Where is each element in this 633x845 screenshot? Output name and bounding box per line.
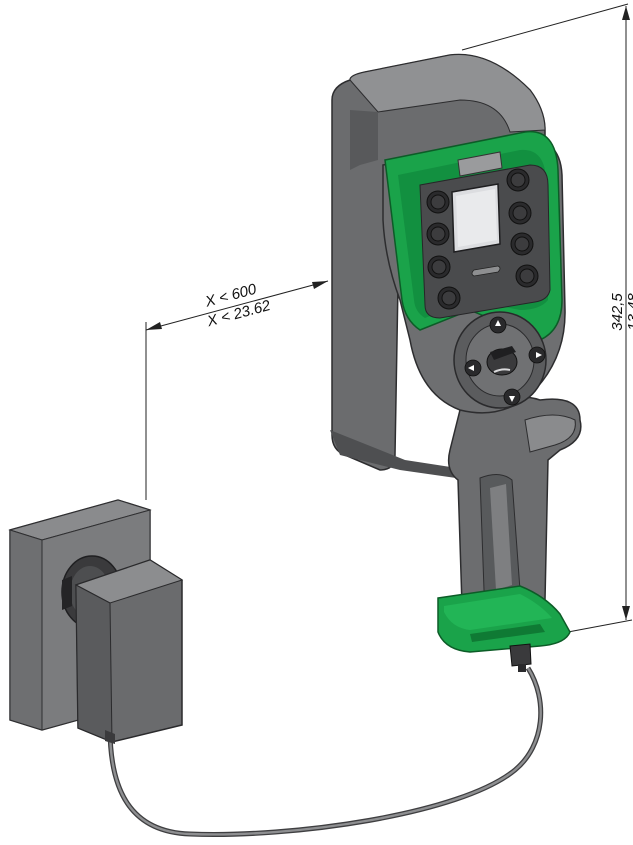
keypad-buttons-left	[426, 190, 461, 310]
power-adapter-icon	[61, 555, 184, 744]
vertical-dimension-inch: 13.48	[625, 293, 633, 331]
pendant-controller-icon	[382, 130, 582, 672]
keypad-buttons-right	[506, 168, 539, 288]
horizontal-dimension	[145, 280, 329, 500]
vertical-dimension-mm: 342,5	[609, 293, 626, 331]
vertical-dimension	[461, 3, 633, 633]
